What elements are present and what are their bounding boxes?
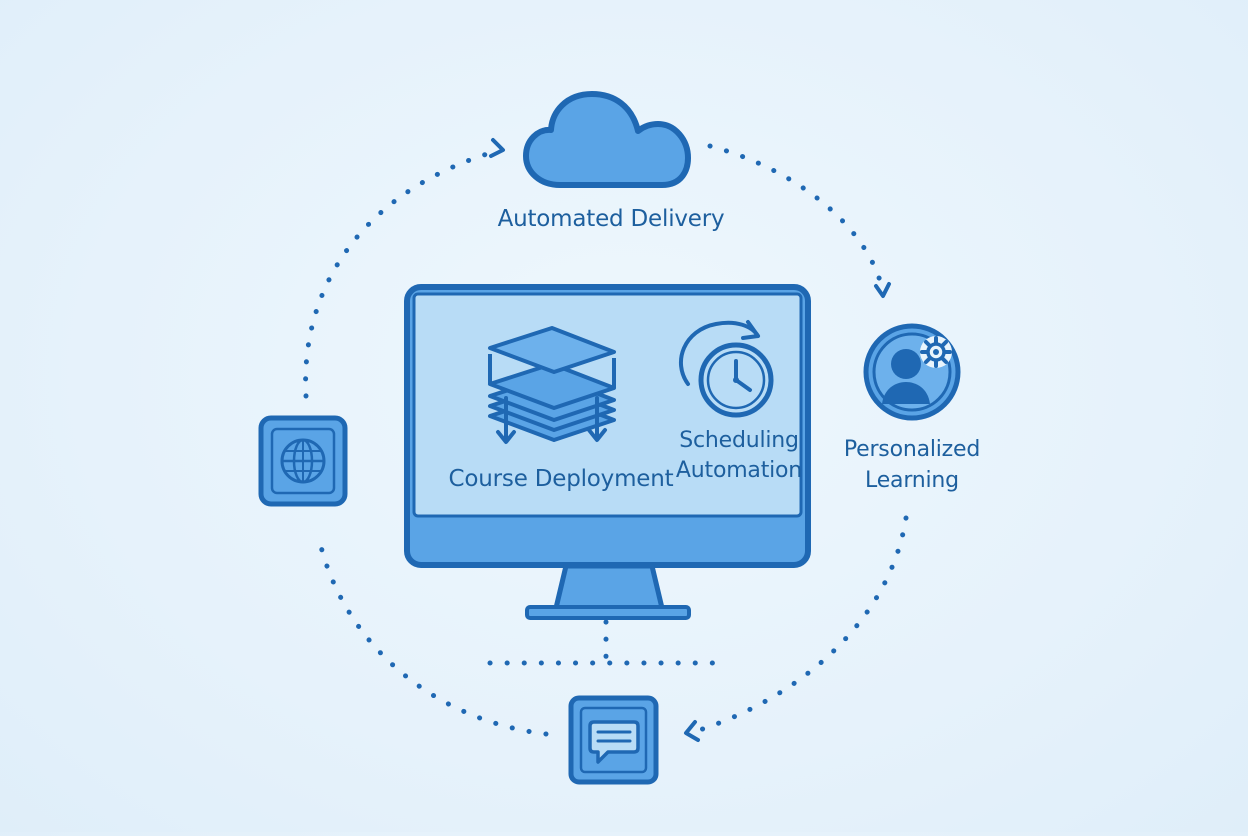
arrowhead-delivery	[489, 138, 505, 158]
clock-refresh-icon	[678, 320, 774, 418]
flow-path-personal-to-chat	[687, 515, 909, 736]
scheduling-automation-label: Scheduling Automation	[664, 426, 814, 486]
arrowhead-chat	[684, 720, 700, 742]
cloud-icon	[523, 91, 691, 188]
layers-stack-icon	[488, 326, 616, 444]
arrowhead-personal	[874, 282, 891, 298]
course-deployment-label: Course Deployment	[448, 466, 674, 492]
globe-icon	[258, 415, 348, 507]
scheduling-automation-line2: Automation	[675, 458, 803, 483]
personalized-learning-label: Personalized Learning	[812, 434, 1012, 496]
flow-path-delivery-to-personal	[707, 143, 886, 295]
user-gear-icon	[863, 323, 961, 421]
personalized-learning-line1: Personalized	[843, 437, 981, 462]
scheduling-automation-line1: Scheduling	[679, 428, 799, 453]
personalized-learning-line2: Learning	[865, 468, 959, 493]
flow-path-hub-link	[487, 619, 731, 666]
chat-bubble-icon	[568, 695, 659, 785]
automated-delivery-label: Automated Delivery	[497, 206, 725, 232]
